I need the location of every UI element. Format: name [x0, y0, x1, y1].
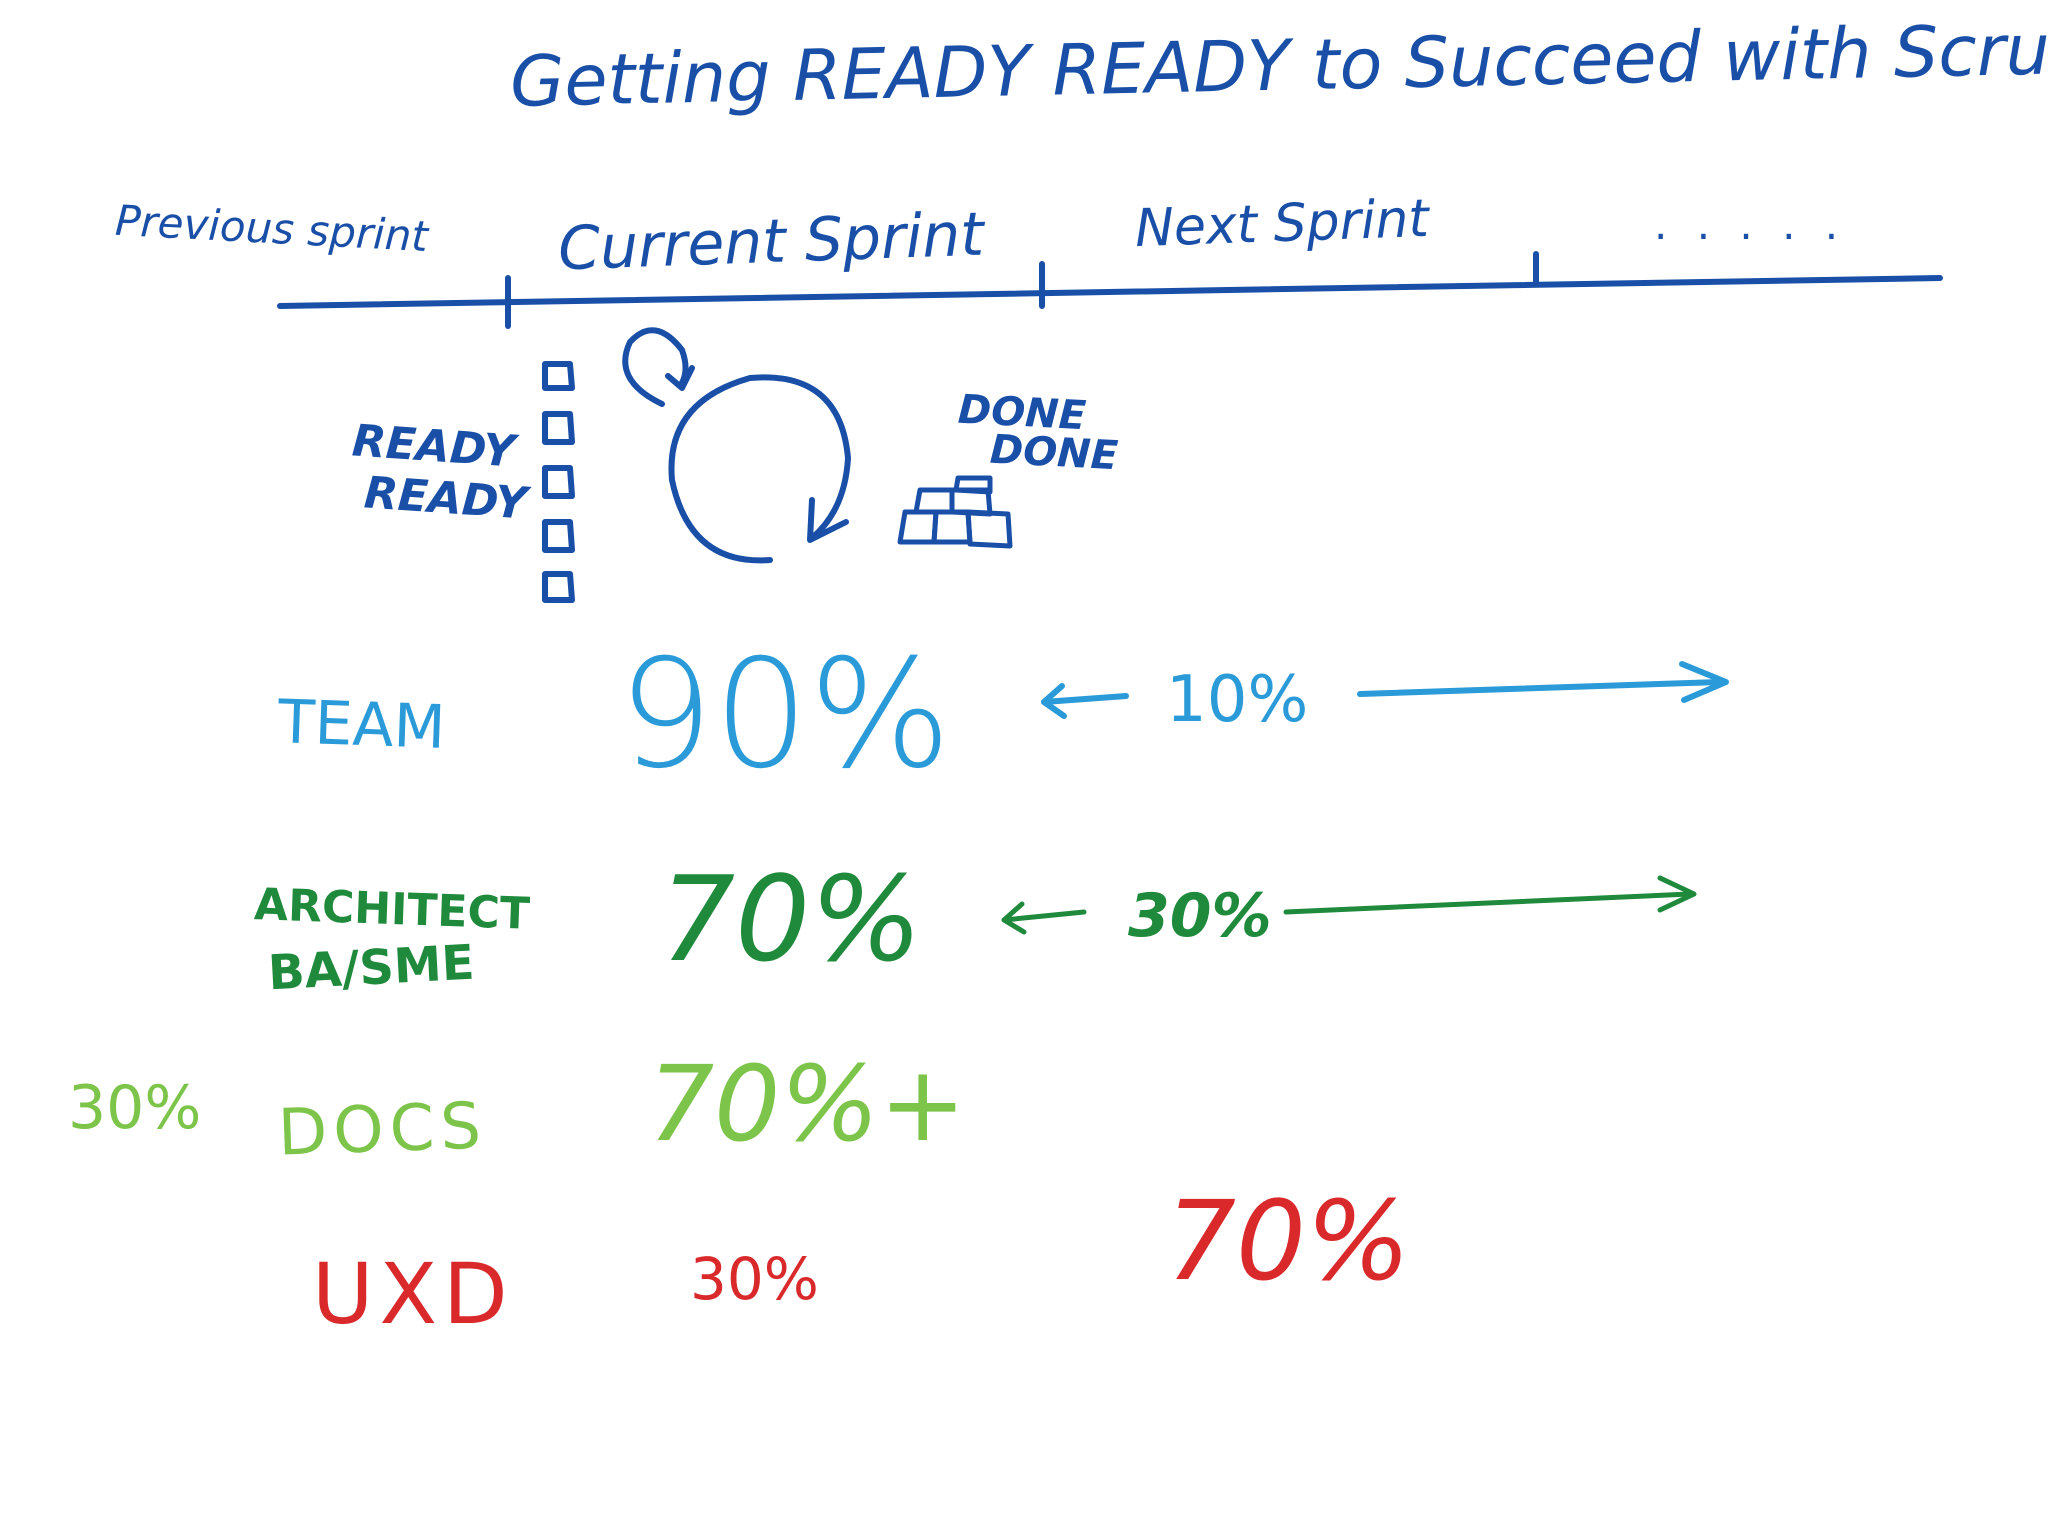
ready-box-4 — [542, 519, 575, 553]
ready-box-2 — [542, 411, 575, 445]
done-increments — [897, 475, 1013, 549]
done-done-line-2: DONE — [988, 426, 1120, 480]
timeline-axis — [277, 275, 1943, 309]
row-team-current: 90% — [618, 628, 952, 802]
row-architect-next: 30% — [1128, 881, 1272, 951]
small-cycle-arrow — [622, 327, 689, 407]
sprint-cycle-arrow — [668, 374, 852, 564]
row-docs-current: 70%+ — [648, 1043, 967, 1165]
row-uxd-current: 30% — [690, 1245, 819, 1313]
row-uxd-next: 70% — [1166, 1177, 1411, 1305]
ready-ready-line-2: READY — [362, 467, 529, 530]
row-team-label: TEAM — [276, 687, 447, 763]
label-current-sprint: Current Sprint — [556, 199, 985, 285]
label-more-sprints: . . . . . — [1654, 200, 1847, 249]
row-team-next: 10% — [1166, 663, 1309, 737]
ready-ready-line-1: READY — [350, 415, 517, 478]
row-architect-label-line-2: BA/SME — [266, 934, 476, 1002]
ready-box-5 — [542, 571, 575, 603]
ready-box-1 — [542, 361, 575, 391]
row-architect-label-line-1: ARCHITECT — [253, 879, 531, 940]
row-architect-current: 70% — [660, 850, 923, 988]
ready-box-3 — [542, 465, 575, 499]
row-docs-previous: 30% — [68, 1073, 202, 1143]
label-next-sprint: Next Sprint — [1134, 188, 1430, 260]
row-docs-label: DOCS — [276, 1089, 489, 1171]
ready-backlog-stack — [542, 361, 575, 603]
row-uxd-label: UXD — [312, 1245, 514, 1343]
